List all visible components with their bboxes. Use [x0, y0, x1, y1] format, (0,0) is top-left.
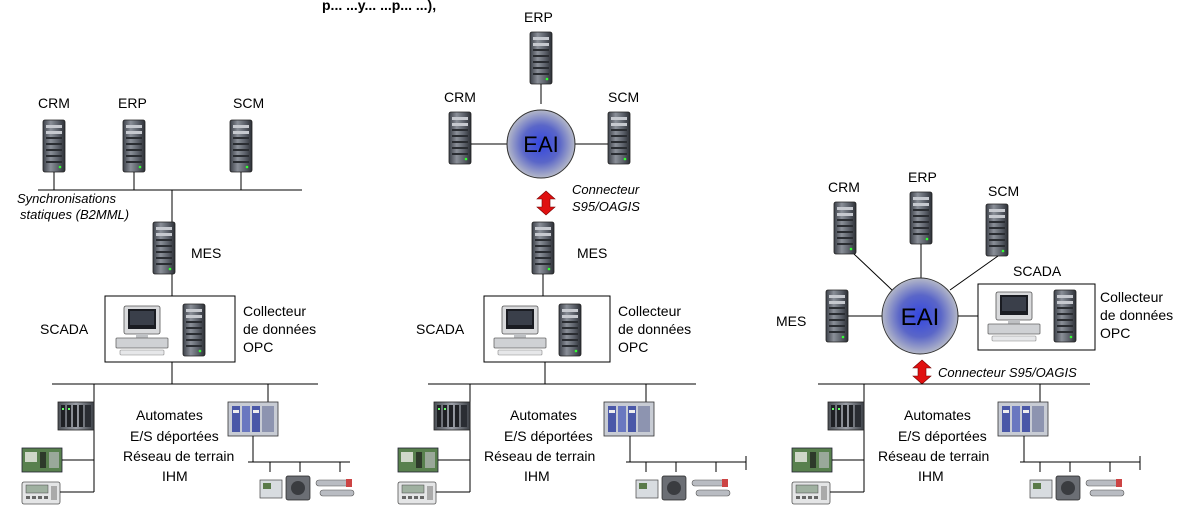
left-scada-label: SCADA [40, 321, 89, 337]
right-hmi-panel-icon [791, 481, 831, 505]
middle-scada-label: SCADA [416, 321, 465, 337]
left-sync-label-1: Synchronisations [17, 191, 116, 206]
middle-erp-server-icon [529, 31, 553, 85]
middle-crm-label: CRM [444, 89, 476, 105]
header-fragment: p... ...y... ...p... ...), [322, 0, 436, 13]
left-field-line-automates: Automates [136, 407, 203, 423]
right-mes-server-icon [825, 289, 849, 343]
right-scm-label: SCM [988, 183, 1019, 199]
middle-field-line-automates: Automates [510, 407, 577, 423]
middle-eai-hub [506, 109, 576, 179]
left-remote-io-icon [227, 401, 279, 437]
middle-collector-line1: Collecteur [618, 303, 681, 319]
right-scm-server-icon [985, 203, 1009, 257]
left-hmi-panel-icon [21, 481, 61, 505]
right-field-line-automates: Automates [904, 407, 971, 423]
middle-erp-label: ERP [524, 9, 553, 25]
middle-architecture: ERP CRM SCM EAI Connecteur S95/OAGIS MES… [397, 9, 747, 505]
middle-collector-server-icon [558, 303, 582, 357]
right-field-line-ihm: IHM [918, 468, 944, 484]
middle-collector-line3: OPC [618, 339, 648, 355]
right-field-line-reseau: Réseau de terrain [878, 448, 989, 464]
left-erp-server-icon [122, 119, 146, 173]
middle-collector-line2: de données [618, 321, 691, 337]
left-io-module-icon [21, 447, 63, 473]
right-collector-server-icon [1053, 289, 1077, 343]
middle-plc-icon [433, 401, 471, 431]
right-collector-line3: OPC [1100, 325, 1130, 341]
left-scada-workstation-icon [115, 305, 169, 356]
right-connector-label: Connecteur S95/OAGIS [938, 365, 1077, 380]
middle-io-module-icon [397, 447, 439, 473]
left-erp-label: ERP [118, 95, 147, 111]
left-scm-server-icon [229, 119, 253, 173]
middle-hmi-panel-icon [397, 481, 437, 505]
left-field-line-ihm: IHM [162, 468, 188, 484]
middle-scm-label: SCM [608, 89, 639, 105]
right-crm-label: CRM [828, 179, 860, 195]
left-plc-icon [57, 401, 95, 431]
middle-field-line-ihm: IHM [524, 468, 550, 484]
left-collector-line3: OPC [243, 339, 273, 355]
middle-scada-workstation-icon [493, 305, 547, 356]
right-collector-line2: de données [1100, 307, 1173, 323]
right-scada-label: SCADA [1013, 263, 1062, 279]
middle-field-devices-icon [635, 475, 731, 501]
middle-remote-io-icon [603, 401, 655, 437]
right-field-line-es: E/S déportées [898, 428, 987, 444]
left-architecture: CRM ERP SCM Synchronisations statiques (… [17, 95, 355, 505]
right-mes-label: MES [776, 313, 806, 329]
middle-mes-label: MES [577, 245, 607, 261]
left-field-line-reseau: Réseau de terrain [123, 448, 234, 464]
middle-field-line-reseau: Réseau de terrain [484, 448, 595, 464]
middle-eai-label: EAI [523, 132, 558, 157]
left-sync-label-2: statiques (B2MML) [20, 207, 129, 222]
middle-crm-server-icon [448, 111, 472, 165]
middle-field-line-es: E/S déportées [504, 428, 593, 444]
left-collector-server-icon [182, 303, 206, 357]
left-collector-line1: Collecteur [243, 303, 306, 319]
right-erp-label: ERP [908, 169, 937, 185]
right-io-module-icon [791, 447, 833, 473]
right-eai-label: EAI [901, 304, 940, 331]
left-crm-label: CRM [38, 95, 70, 111]
left-field-devices-icon [259, 475, 355, 501]
left-mes-label: MES [191, 245, 221, 261]
middle-mes-server-icon [531, 221, 555, 275]
right-connector-arrow-icon [912, 359, 932, 385]
right-field-devices-icon [1029, 475, 1125, 501]
right-collector-line1: Collecteur [1100, 289, 1163, 305]
left-collector-line2: de données [243, 321, 316, 337]
right-scada-workstation-icon [987, 291, 1041, 342]
left-scm-label: SCM [233, 95, 264, 111]
right-architecture: CRM ERP SCM MES EAI SCADA Collecteur de … [776, 169, 1173, 505]
middle-connector-line2: S95/OAGIS [572, 199, 640, 214]
middle-connector-line1: Connecteur [572, 182, 640, 197]
left-mes-server-icon [152, 221, 176, 275]
right-plc-icon [827, 401, 865, 431]
right-remote-io-icon [997, 401, 1049, 437]
left-crm-server-icon [42, 119, 66, 173]
middle-scm-server-icon [607, 111, 631, 165]
middle-connector-arrow-icon [536, 190, 556, 216]
left-field-line-es: E/S déportées [130, 428, 219, 444]
right-erp-server-icon [909, 191, 933, 245]
right-crm-server-icon [833, 201, 857, 255]
